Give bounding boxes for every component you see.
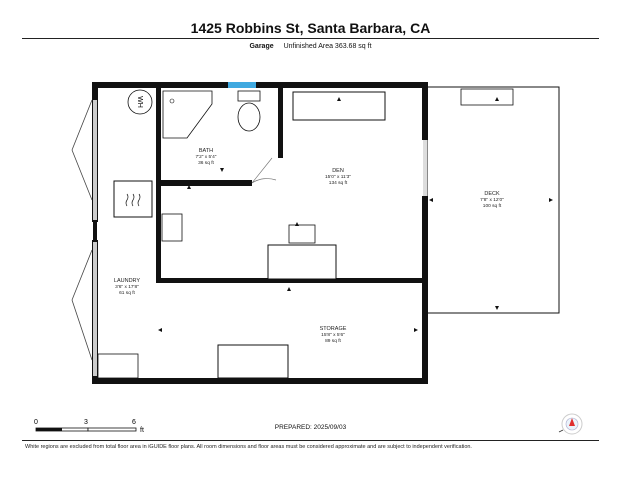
scale-unit: ft (140, 427, 144, 434)
unfinished-area: Unfinished Area 363.68 sq ft (283, 43, 372, 50)
scale-tick-3: 3 (84, 419, 88, 426)
disclaimer-text: White regions are excluded from total fl… (25, 444, 472, 450)
scale-tick-6: 6 (132, 419, 136, 426)
page-title: 1425 Robbins St, Santa Barbara, CA (190, 20, 431, 36)
room-storage-name: STORAGE (320, 326, 347, 332)
floor-name: Garage (249, 43, 274, 50)
compass-icon (558, 413, 583, 435)
laundry-machine (113, 180, 153, 218)
room-laundry-dims: 3'6" x 17'8" (115, 284, 139, 290)
shower-icon (162, 90, 213, 139)
room-laundry: LAUNDRY 3'6" x 17'8" 61 sq ft (114, 278, 141, 296)
room-laundry-name: LAUNDRY (114, 278, 141, 284)
room-laundry-area: 61 sq ft (119, 290, 135, 296)
room-storage: STORAGE 15'8" x 5'6" 89 sq ft (320, 326, 347, 344)
header-rule (22, 38, 599, 39)
room-bath-name: BATH (199, 148, 213, 154)
laundry-door-panel-lower (93, 242, 97, 376)
floor-subtitle: Garage Unfinished Area 363.68 sq ft (0, 43, 621, 50)
room-bath: BATH 7'2" x 5'4" 36 sq ft (196, 148, 217, 166)
room-den: DEN 15'0" x 11'3" 134 sq ft (325, 168, 351, 186)
room-deck-dims: 7'8" x 12'0" (480, 197, 504, 203)
interior-walls (156, 88, 422, 283)
room-den-area: 134 sq ft (329, 180, 348, 186)
window (228, 82, 256, 88)
room-bath-dims: 7'2" x 5'4" (196, 154, 217, 160)
bath-door-swing (251, 157, 277, 184)
toilet-icon (237, 90, 261, 132)
storage-shelf (217, 344, 289, 379)
den-chair (288, 224, 316, 244)
exterior-walls (92, 82, 428, 384)
room-storage-dims: 15'8" x 5'6" (321, 332, 345, 338)
heat-icon (125, 193, 141, 207)
room-deck-name: DECK (484, 191, 500, 197)
laundry-doors (71, 99, 93, 361)
room-deck: DECK 7'8" x 12'0" 100 sq ft (480, 191, 504, 209)
view-markers (158, 97, 553, 332)
scale-bar (35, 427, 137, 432)
deck-door-glass (423, 140, 427, 196)
room-den-dims: 15'0" x 11'3" (325, 174, 351, 180)
deck-bench (460, 88, 514, 106)
laundry-sink (161, 213, 183, 242)
laundry-door-panel (93, 100, 97, 220)
scale-tick-0: 0 (34, 419, 38, 426)
room-deck-area: 100 sq ft (483, 203, 502, 209)
laundry-window (93, 222, 97, 240)
room-storage-area: 89 sq ft (325, 338, 341, 344)
laundry-shelf (97, 353, 139, 379)
prepared-date: PREPARED: 2025/09/03 (274, 424, 347, 431)
room-bath-area: 36 sq ft (198, 160, 214, 166)
shower-drain-icon (169, 98, 175, 104)
water-heater-label: WH (136, 96, 143, 108)
room-den-name: DEN (332, 168, 344, 174)
den-desk (267, 244, 337, 280)
water-heater-icon (127, 89, 153, 115)
den-cabinet (292, 91, 386, 121)
footer-rule (22, 440, 599, 441)
